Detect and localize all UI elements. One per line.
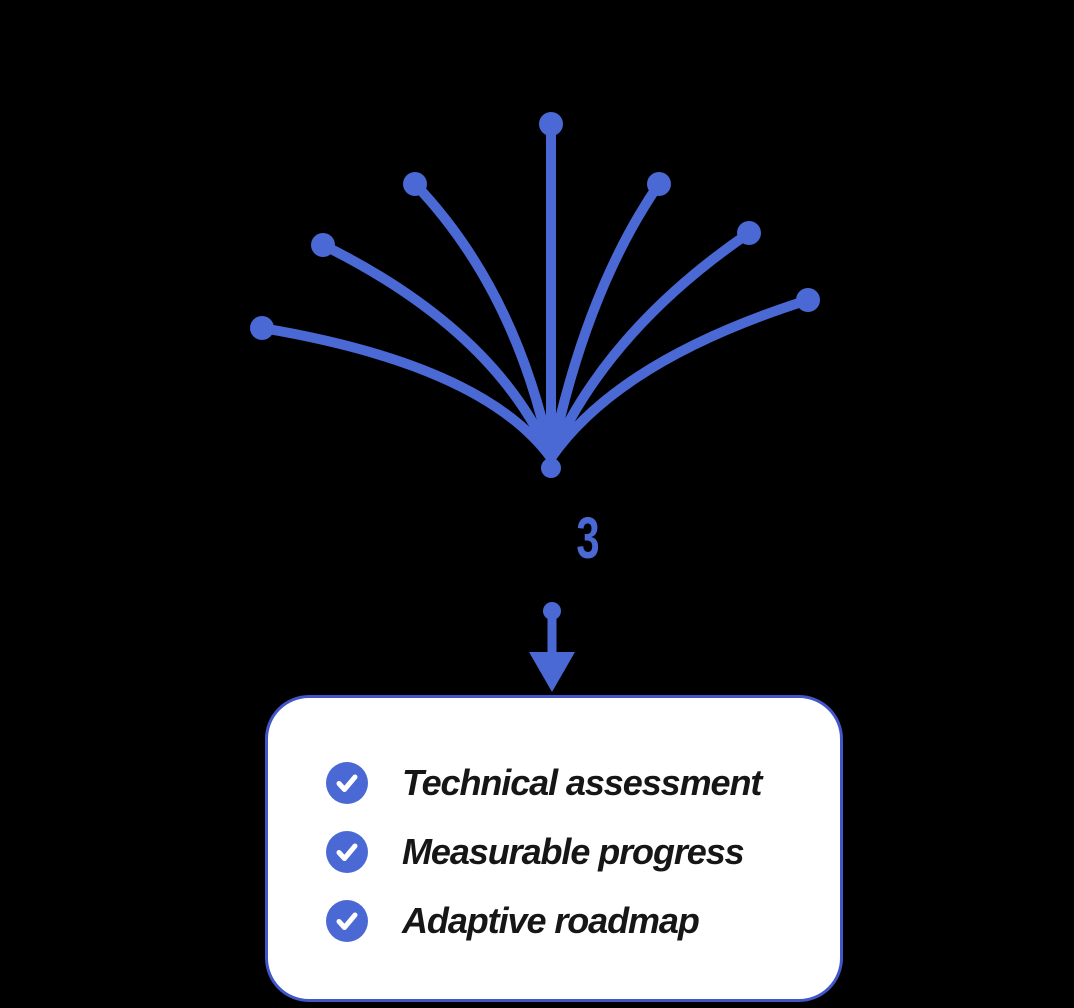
fan-line <box>546 228 754 463</box>
fan-icon <box>250 112 820 478</box>
fan-line <box>546 295 813 463</box>
fan-endpoint-dot <box>737 221 761 245</box>
fan-line <box>546 179 664 463</box>
check-icon <box>326 900 368 942</box>
checklist-item: Technical assessment <box>326 762 840 804</box>
check-icon <box>326 762 368 804</box>
checklist-card: Technical assessment Measurable progress… <box>265 695 843 1002</box>
fan-endpoint-dot <box>647 172 671 196</box>
fan-endpoint-dot <box>796 288 820 312</box>
fan-endpoint-dot <box>250 316 274 340</box>
checklist-item: Measurable progress <box>326 831 840 873</box>
checklist-item-label: Measurable progress <box>402 831 745 872</box>
fan-endpoint-dot <box>311 233 335 257</box>
check-icon <box>326 831 368 873</box>
fan-line <box>318 240 556 463</box>
fan-endpoint-dot <box>539 112 563 136</box>
fan-convergence-dot <box>541 458 561 478</box>
fan-line <box>410 179 556 463</box>
checklist-item-label: Technical assessment <box>402 762 762 803</box>
checklist-item-label: Adaptive roadmap <box>402 900 700 941</box>
down-arrow-head <box>529 652 575 692</box>
fan-line <box>257 323 556 463</box>
fan-endpoint-dot <box>403 172 427 196</box>
step-number: 3 <box>576 506 600 571</box>
down-arrow-icon <box>529 602 575 692</box>
checklist-item: Adaptive roadmap <box>326 900 840 942</box>
